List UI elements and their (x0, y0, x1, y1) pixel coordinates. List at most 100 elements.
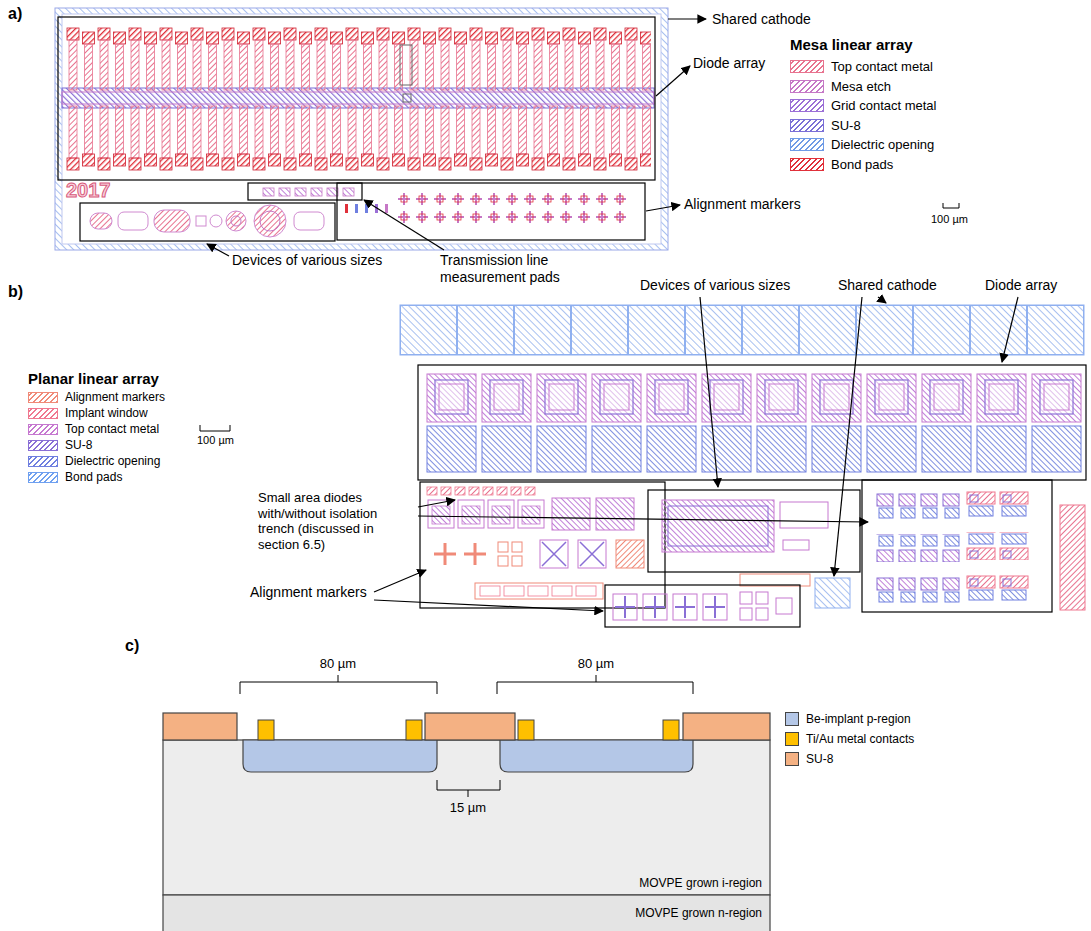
legend-swatch (790, 99, 824, 112)
small-diodes (426, 498, 546, 530)
test-device (210, 215, 222, 227)
legend-swatch (28, 472, 58, 483)
marker-tick (355, 204, 358, 213)
legend-swatch (785, 732, 799, 746)
scale-label: 100 µm (931, 213, 968, 226)
alignment-square (776, 598, 792, 614)
marker-tick (385, 204, 388, 213)
small-device (783, 540, 809, 550)
layer-tag-row (475, 583, 603, 599)
callout-label: Diode array (985, 277, 1057, 294)
alignment-crosses (610, 590, 730, 624)
legend-title: Planar linear array (28, 370, 159, 388)
legend-text: SU-8 (806, 752, 833, 766)
dimension-bracket (240, 675, 437, 694)
callout-label: Transmission line measurement pads (440, 252, 572, 286)
legend-text: Bond pads (831, 157, 893, 173)
dimension-label: 80 µm (320, 656, 356, 672)
metal-contact (663, 720, 679, 740)
callout-box (420, 482, 665, 608)
alignment-square (498, 542, 508, 552)
alignment-square (512, 542, 522, 552)
test-device (90, 213, 112, 229)
test-device (196, 216, 206, 226)
legend-text: Top contact metal (65, 422, 159, 436)
metal-contact (518, 720, 534, 740)
legend-swatch (785, 712, 799, 726)
alignment-square (756, 592, 768, 604)
large-device (668, 506, 768, 546)
su8-block (425, 713, 515, 740)
leader-arrow (374, 570, 426, 592)
i-region-layer (163, 740, 770, 895)
legend-item: Top contact metal (790, 59, 933, 75)
legend-swatch (28, 408, 58, 419)
panel-letter: a) (8, 4, 22, 23)
panel-letter: c) (125, 636, 139, 655)
alignment-square (756, 608, 768, 620)
dimension-bracket (437, 780, 500, 797)
callout-box (605, 585, 800, 627)
legend-item: Mesa etch (790, 79, 891, 95)
legend-swatch (28, 456, 58, 467)
legend-swatch (790, 60, 824, 73)
panel-letter: b) (8, 282, 23, 301)
alignment-x (542, 542, 566, 566)
legend-swatch (28, 440, 58, 451)
legend-swatch (790, 158, 824, 171)
legend-swatch (785, 752, 799, 766)
leader-arrow (834, 297, 862, 576)
dimension-label: 80 µm (578, 656, 614, 672)
callout-box (418, 365, 1086, 480)
leader-arrow (418, 516, 868, 522)
legend-item: Implant window (28, 406, 148, 420)
legend-item: Dielectric opening (790, 137, 934, 153)
legend-swatch (790, 80, 824, 93)
legend-item: SU-8 (790, 118, 861, 134)
legend-item: Top contact metal (28, 422, 159, 436)
test-device (260, 211, 280, 231)
marker-tick (365, 204, 368, 213)
scale-bar (200, 425, 230, 431)
legend-swatch (790, 119, 824, 132)
tlm-pads (262, 187, 358, 197)
legend-item: Alignment markers (28, 390, 165, 404)
highlight-cell (403, 94, 411, 102)
scale-label: 100 µm (197, 434, 234, 447)
mesa-array-layout (55, 8, 959, 256)
alignment-square (740, 608, 752, 620)
metal-contact (406, 720, 422, 740)
legend-item: Ti/Au metal contacts (785, 732, 914, 746)
callout-label: Alignment markers (250, 584, 367, 601)
cross-section (163, 675, 770, 931)
layout-year-mark: 2017 (66, 180, 111, 200)
layer-tag-row (740, 574, 810, 586)
small-diodes (965, 532, 1031, 560)
test-device (231, 216, 241, 226)
small-diodes (965, 574, 1031, 602)
legend-item: Bond pads (28, 470, 122, 484)
leader-arrow (700, 297, 718, 487)
marker-tick (345, 204, 348, 213)
medium-device (780, 502, 828, 528)
implant-strip (1060, 505, 1085, 610)
cathode-pad (815, 578, 850, 608)
legend-item: SU-8 (28, 438, 92, 452)
test-device (226, 211, 246, 231)
layer-region: MOVPE grown n-region (163, 895, 770, 931)
small-diodes (426, 486, 538, 496)
legend-text: SU-8 (65, 438, 92, 452)
callout-label: Devices of various sizes (640, 277, 790, 294)
region-label: MOVPE grown i-region (639, 876, 762, 890)
su8-block (683, 713, 770, 740)
test-device (154, 210, 190, 232)
diode-cells (424, 370, 1084, 474)
legend-text: Grid contact metal (831, 98, 937, 114)
legend-text: Dielectric opening (831, 137, 934, 153)
leader-arrow (374, 600, 603, 611)
legend-text: Implant window (65, 406, 148, 420)
leader-arrow (646, 205, 680, 211)
layer-tag-cells (478, 585, 598, 597)
p-region (500, 740, 693, 772)
legend-swatch (28, 424, 58, 435)
